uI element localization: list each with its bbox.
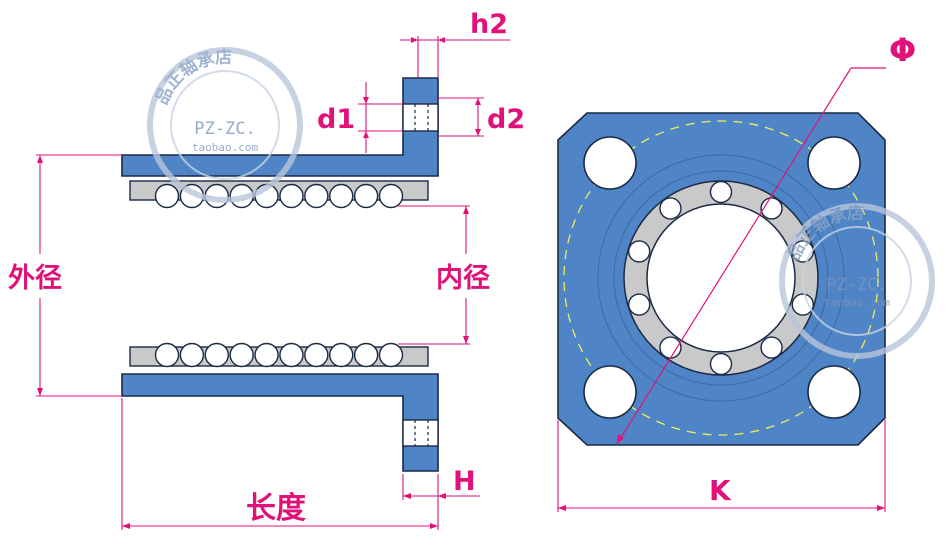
ball [659, 336, 682, 359]
watermark-brand: PZ-ZC. [826, 275, 887, 295]
upper-flange-hole [402, 103, 439, 132]
lower-cage [129, 346, 429, 367]
watermark-domain: taobao.com [824, 296, 891, 309]
mounting-hole-top-right [807, 136, 861, 190]
watermark-brand: PZ-ZC. [194, 119, 255, 139]
watermark-domain: taobao.com [192, 141, 259, 154]
pitch-circle [563, 120, 879, 436]
ball [204, 342, 229, 368]
front-view: Φ K [557, 31, 916, 512]
label-H: H [453, 466, 476, 497]
k-dimension [557, 420, 886, 512]
section-view: h2 d1 d2 外径 内径 长度 H [8, 9, 525, 530]
ball [353, 342, 379, 368]
label-outer-diameter: 外径 [8, 263, 62, 294]
lower-housing [121, 373, 439, 472]
ball [279, 183, 304, 209]
ball [378, 183, 404, 209]
section-arrowheads [37, 37, 481, 529]
label-d2: d2 [487, 104, 525, 135]
lower-ball-row [154, 342, 404, 368]
watermark-left: 品正轴承店 PZ-ZC. taobao.com [147, 47, 303, 203]
ball [791, 293, 814, 316]
ball [304, 342, 329, 368]
ball [628, 293, 651, 316]
ball [709, 352, 733, 376]
section-dimensions [36, 36, 510, 530]
mounting-hole-top-left [583, 136, 637, 190]
ball [229, 342, 254, 368]
mounting-hole-bottom-right [807, 365, 861, 419]
ball [709, 180, 733, 204]
label-h2: h2 [470, 9, 508, 40]
ball [628, 240, 651, 263]
ball [659, 197, 682, 220]
ball [254, 342, 279, 368]
phi-dimension-line [616, 67, 852, 445]
label-K: K [709, 474, 732, 507]
ball [154, 183, 180, 209]
cage-ball-ring [628, 180, 814, 376]
label-length: 长度 [246, 491, 306, 526]
lower-flange-hole [402, 419, 439, 447]
ball [279, 342, 304, 368]
ball [329, 342, 354, 368]
ball [304, 183, 329, 209]
ball [353, 183, 379, 209]
ball [378, 342, 404, 368]
mounting-hole-bottom-left [583, 365, 637, 419]
ball [760, 336, 783, 359]
ball [329, 183, 354, 209]
label-d1: d1 [317, 104, 355, 135]
ball [154, 342, 180, 368]
label-phi: Φ [889, 31, 916, 69]
label-inner-diameter: 内径 [436, 263, 490, 294]
ball [179, 342, 205, 368]
